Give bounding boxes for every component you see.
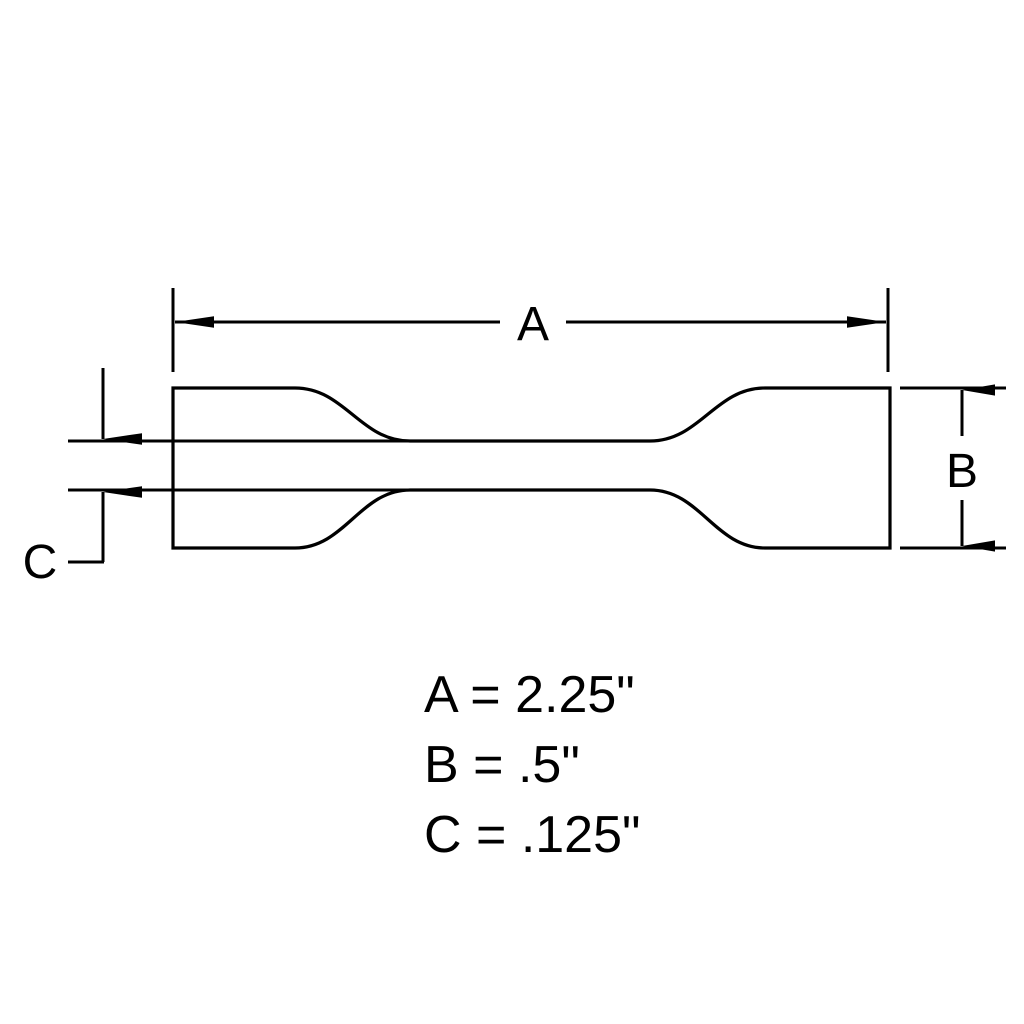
dimension-c-label: C	[23, 536, 58, 589]
dimension-a-group: A	[171, 288, 890, 372]
legend-line-b: B = .5"	[424, 736, 580, 794]
specimen-profile-path	[171, 386, 892, 550]
dimension-b-label: B	[946, 445, 978, 498]
dimension-c-group: C	[23, 368, 430, 589]
dimension-a-label: A	[517, 298, 549, 351]
specimen-outline	[171, 386, 892, 550]
dimension-legend: A = 2.25" B = .5" C = .125"	[424, 666, 640, 864]
legend-line-c: C = .125"	[424, 806, 640, 864]
legend-line-a: A = 2.25"	[424, 666, 635, 724]
dimension-b-group: B	[900, 384, 1006, 552]
